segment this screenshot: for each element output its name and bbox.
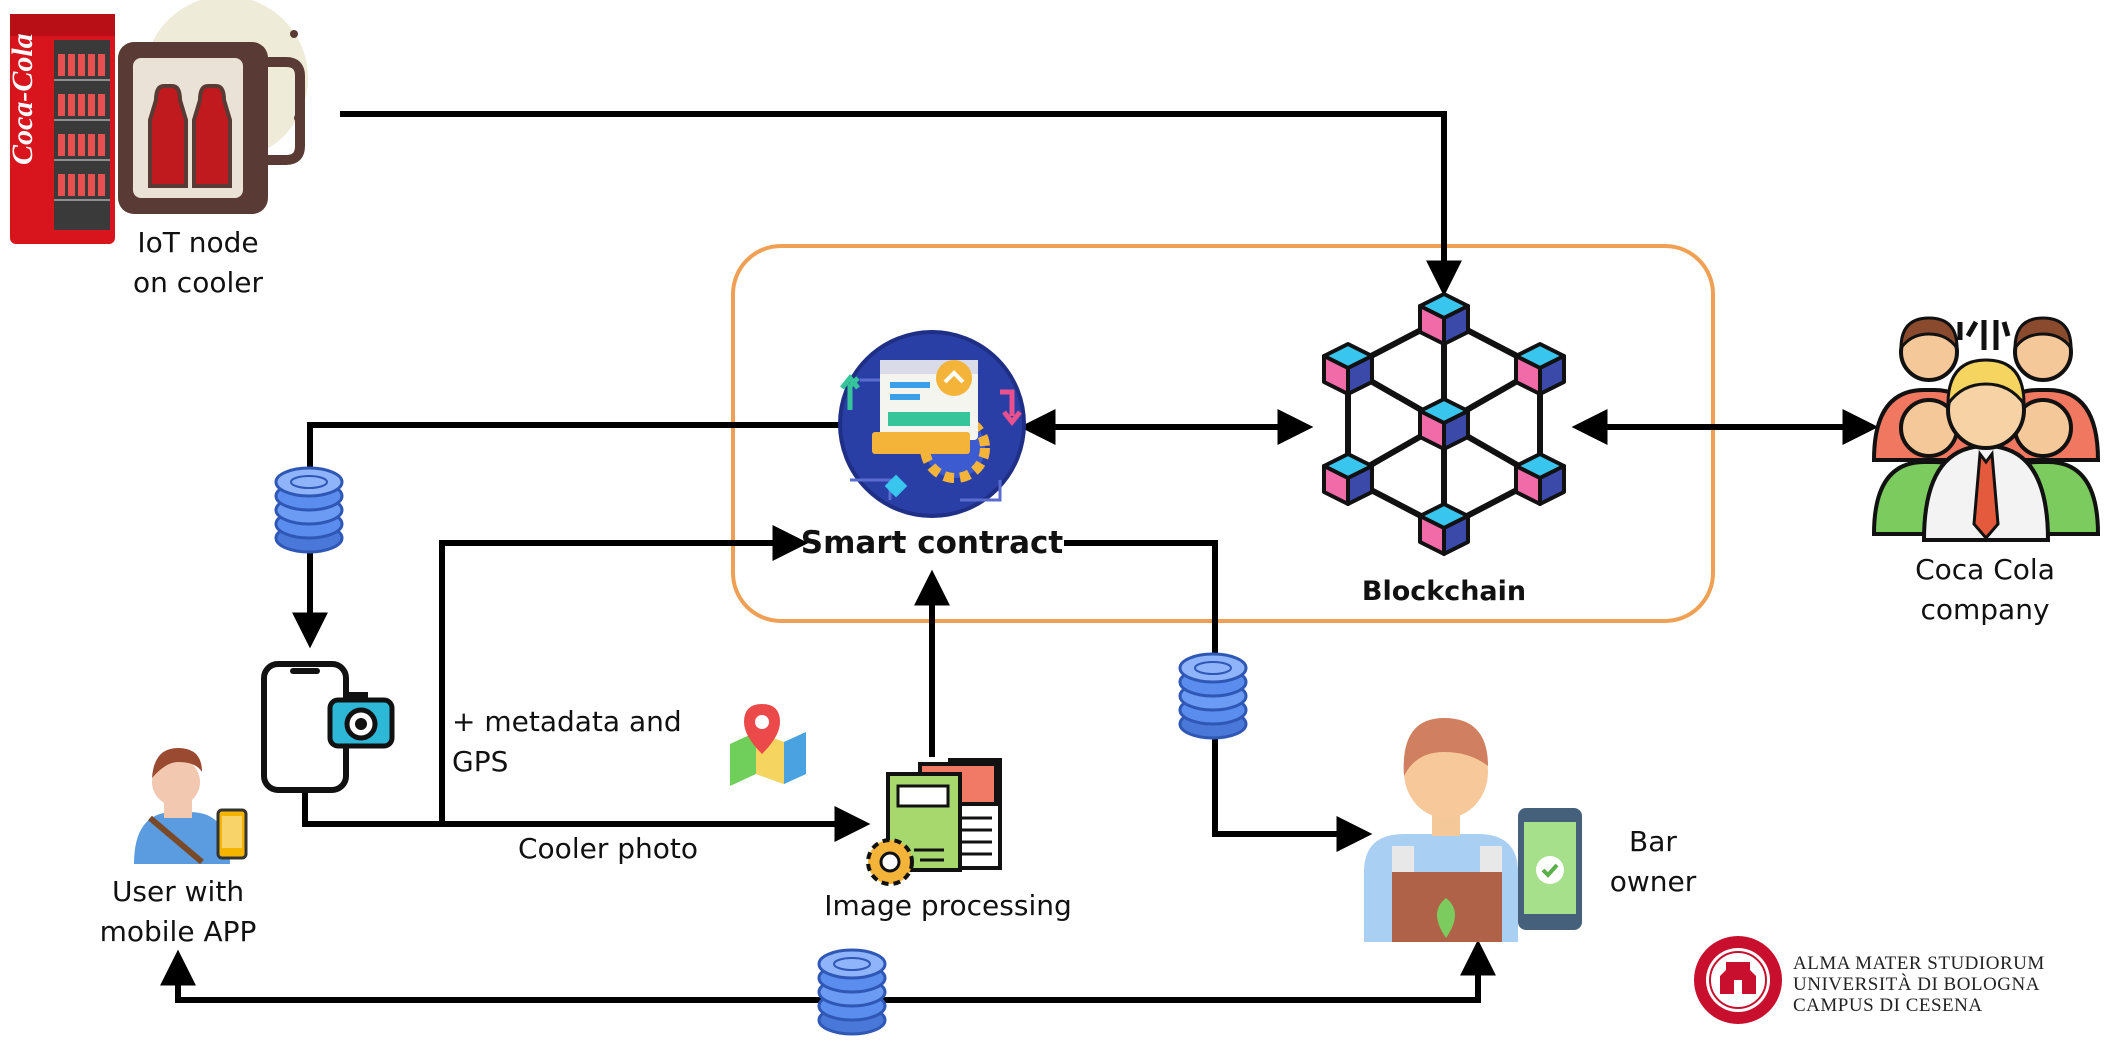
unibo-wordmark-line1: ALMA MATER STUDIORUM [1793,953,2045,974]
smart-contract-label: Smart contract [800,525,1064,561]
cooler-brand-text: Coca-Cola [6,33,39,165]
image-processing-icon [866,758,1002,886]
bar-owner-icon [1364,718,1582,942]
arrow-metadata-to-smart-contract [439,525,809,824]
iot-node-label-line1: IoT node [137,226,259,259]
unibo-wordmark-line3: CAMPUS DI CESENA [1793,995,1983,1016]
phone-camera-icon [261,661,395,793]
bar-owner-label: Bar owner [1598,822,1708,902]
unibo-seal-logo [1694,936,1782,1024]
arrow-iot-to-blockchain [340,111,1462,297]
cooler-photo-label: Cooler photo [518,832,698,865]
coin-stack-icon [817,948,887,1036]
user-avatar-icon [134,748,248,865]
map-pin-icon [730,704,806,786]
image-processing-label: Image processing [824,889,1072,922]
arrow-phone-to-image-processing [302,792,871,842]
coca-cola-cooler-icon: Coca-Cola [6,14,115,244]
coin-stack-icon [1178,652,1248,740]
arrow-smart-contract-to-user-phone [292,422,840,649]
user-label-line1: User with [111,875,245,908]
smart-contract-icon [838,330,1026,518]
coin-stack-icon [274,466,344,554]
unibo-wordmark-line2: UNIVERSITÀ DI BOLOGNA [1793,974,2040,995]
company-label: Coca Cola company [1915,553,2055,626]
iot-node-icon [118,0,308,214]
bar-owner-label-line2: owner [1609,865,1697,898]
iot-node-label-line2: on cooler [133,266,263,299]
unibo-wordmark: ALMA MATER STUDIORUM UNIVERSITÀ DI BOLOG… [1793,953,2045,1016]
blockchain-label: Blockchain [1361,576,1527,607]
blockchain-icon [1322,292,1566,556]
company-group-icon [1871,316,2101,542]
bar-owner-label-line1: Bar [1629,825,1677,858]
user-label-line2: mobile APP [99,915,257,948]
metadata-label: + metadata and GPS [452,705,682,778]
iot-node-label: IoT node on cooler [118,223,278,303]
user-label: User with mobile APP [88,872,268,952]
